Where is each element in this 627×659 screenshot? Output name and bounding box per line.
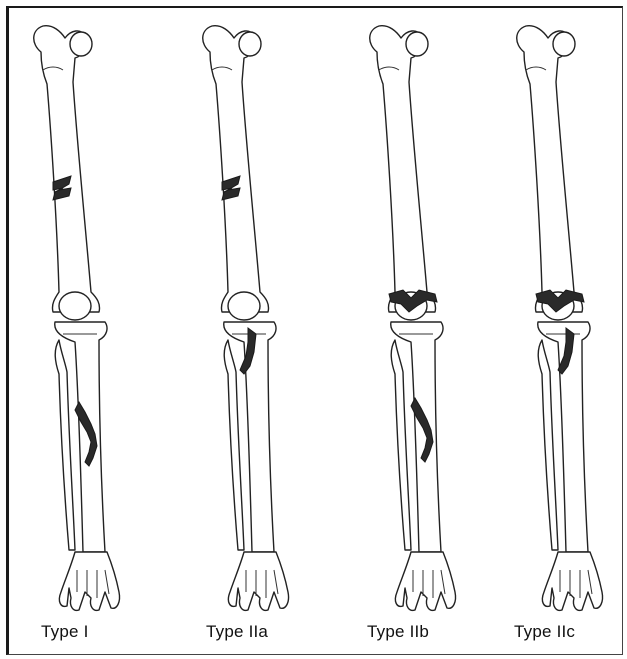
foot	[59, 552, 119, 610]
leg-diagram-type-i: Type I	[13, 22, 163, 642]
tibia-fibula	[391, 322, 443, 552]
leg-skeleton-drawing	[13, 22, 163, 622]
foot	[542, 552, 602, 610]
leg-diagram-type-iia: Type IIa	[186, 22, 336, 642]
leg-skeleton-drawing	[186, 22, 336, 622]
foot	[228, 552, 288, 610]
foot	[395, 552, 455, 610]
panel-label: Type IIc	[500, 622, 627, 642]
patella	[228, 292, 260, 320]
panel-label: Type IIb	[353, 622, 517, 642]
tibia-fibula	[55, 322, 107, 552]
leg-diagram-type-iib: Type IIb	[353, 22, 503, 642]
panel-label: Type IIa	[186, 622, 356, 642]
leg-skeleton-drawing	[500, 22, 627, 622]
leg-skeleton-drawing	[353, 22, 503, 622]
femur	[370, 26, 436, 312]
panel-label: Type I	[13, 622, 191, 642]
patella	[59, 292, 91, 320]
leg-diagram-type-iic: Type IIc	[500, 22, 627, 642]
femur	[34, 26, 100, 312]
femur	[203, 26, 269, 312]
femur	[517, 26, 583, 312]
figure-frame: Type I	[6, 6, 623, 655]
